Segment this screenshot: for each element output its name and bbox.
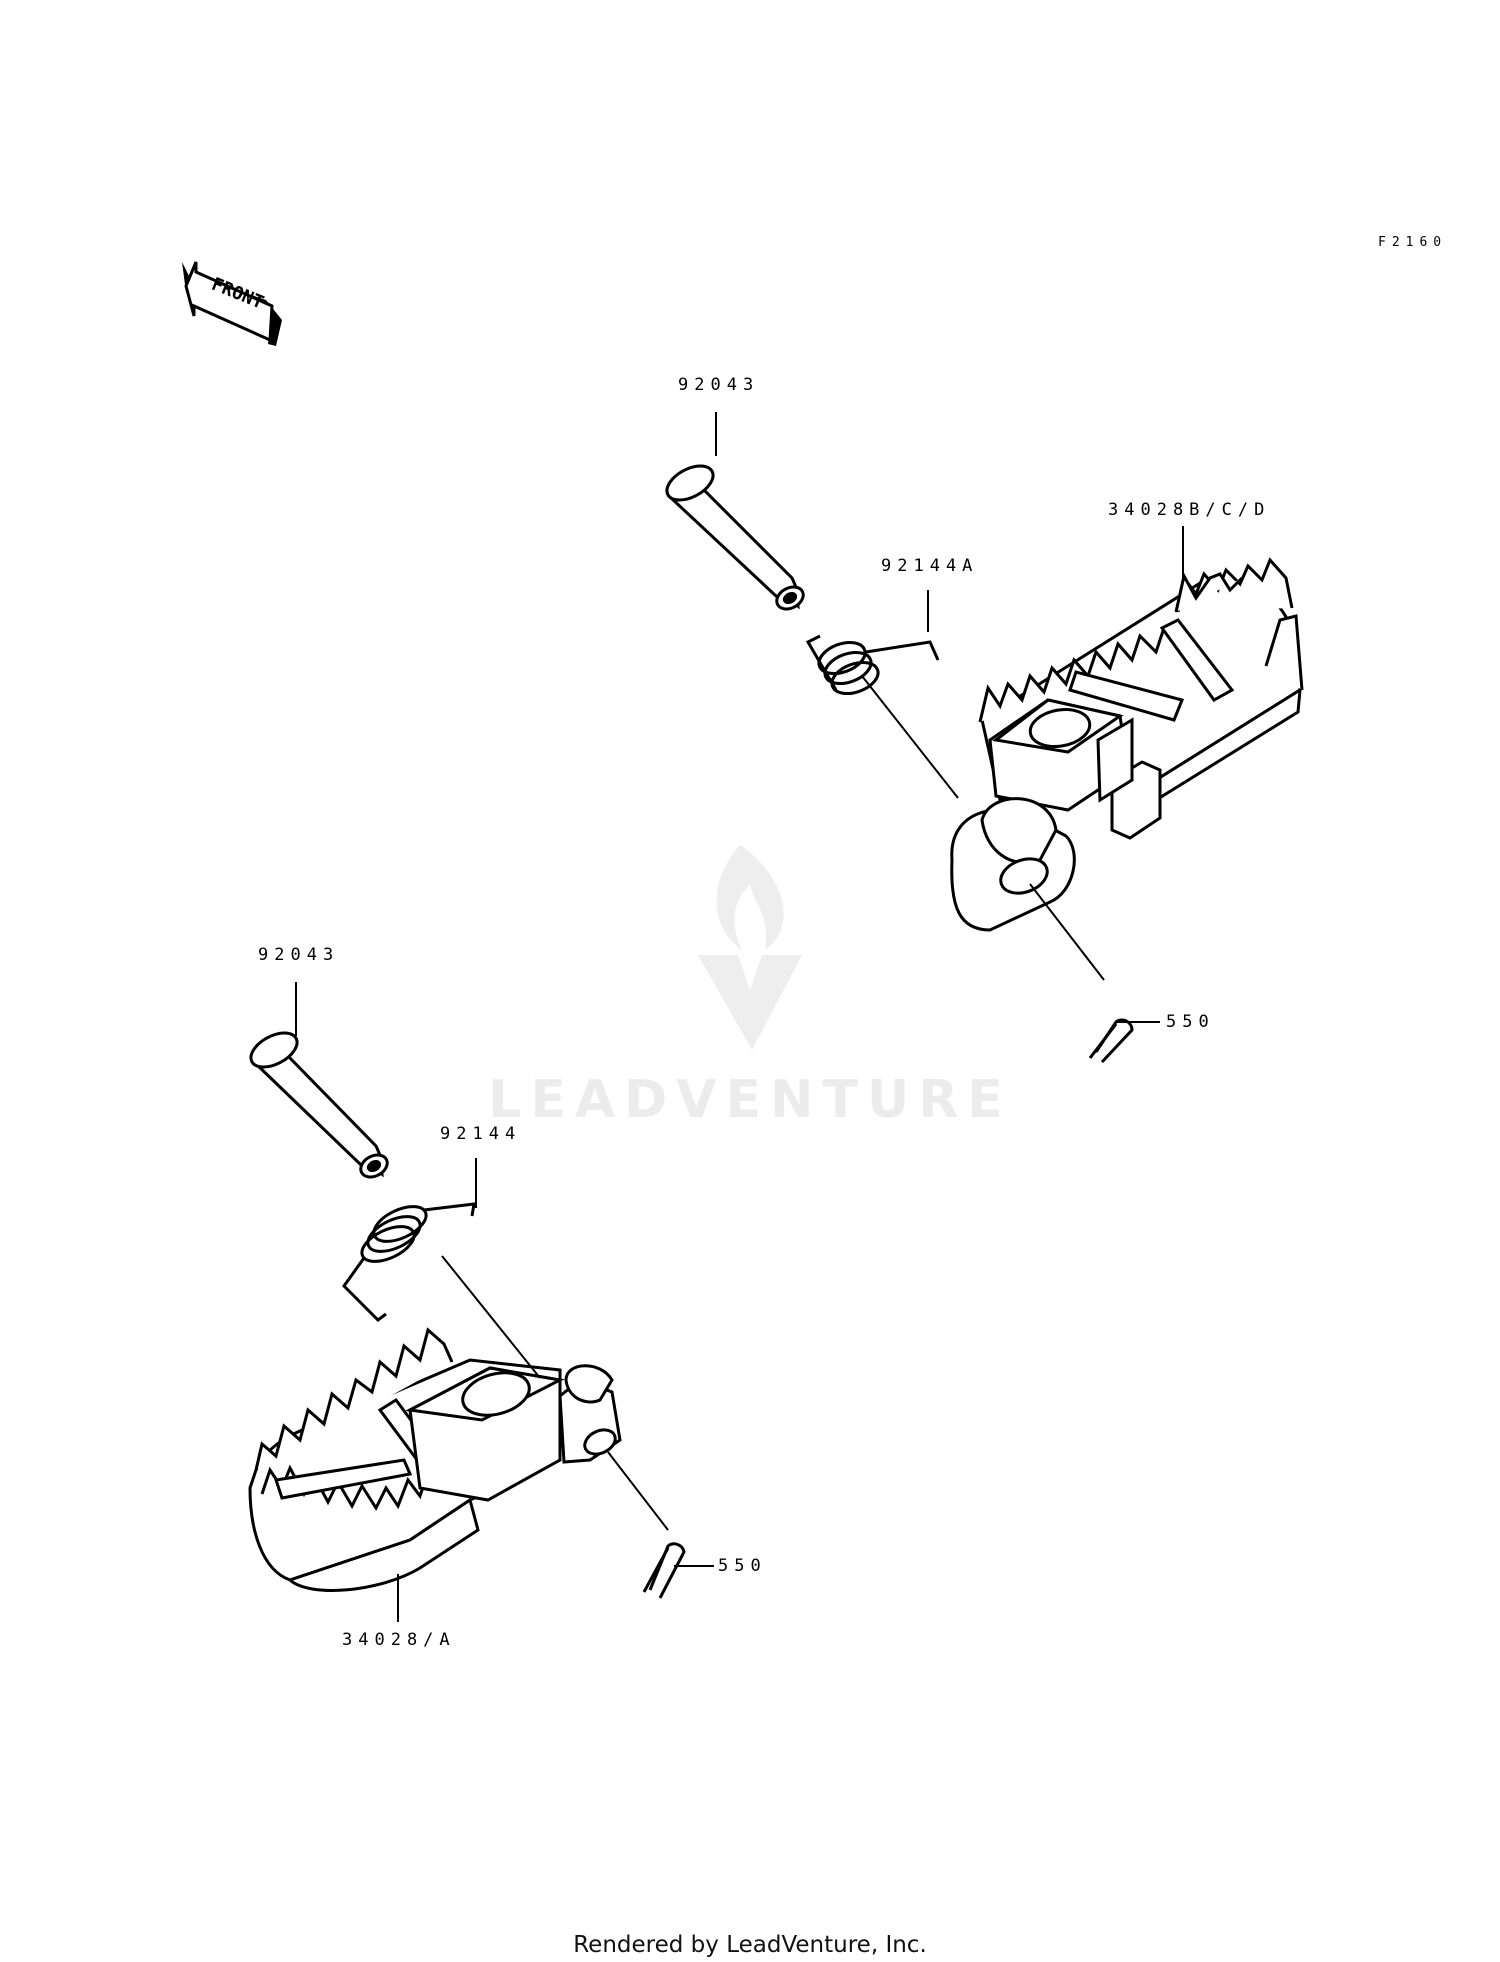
footer-credit: Rendered by LeadVenture, Inc.: [573, 1932, 927, 1958]
leader-lower-cotter-to-peg: [607, 1451, 669, 1531]
upper-cotter-pin: [1088, 1018, 1134, 1064]
watermark-text: LEADVENTURE: [488, 1070, 1012, 1130]
callout-lower-spring[interactable]: 92144: [440, 1124, 522, 1144]
front-arrow-icon: [182, 261, 282, 346]
leader-lower-spring-to-peg: [441, 1255, 541, 1379]
callout-lower-footpeg[interactable]: 34028/A: [342, 1630, 456, 1650]
watermark-logo: [698, 845, 802, 1050]
callout-lower-cotter-pin[interactable]: 550: [718, 1556, 767, 1576]
callout-upper-pin[interactable]: 92043: [678, 375, 760, 395]
upper-footpeg: [950, 557, 1304, 932]
upper-pin: [665, 464, 805, 611]
leader-lines: [295, 412, 1184, 1622]
upper-spring: [805, 634, 940, 696]
callout-lower-pin[interactable]: 92043: [258, 945, 340, 965]
lower-spring: [342, 1202, 476, 1322]
callout-upper-spring[interactable]: 92144A: [881, 556, 979, 576]
lower-footpeg: [248, 1327, 622, 1592]
leader-upper-cotter-to-peg: [1029, 883, 1105, 981]
callout-upper-cotter-pin[interactable]: 550: [1166, 1012, 1215, 1032]
lower-pin: [249, 1031, 389, 1179]
diagram-code: F2160: [1378, 235, 1448, 250]
lower-cotter-pin: [642, 1542, 686, 1599]
leader-upper-spring-to-peg: [861, 675, 959, 799]
callout-upper-footpeg[interactable]: 34028B/C/D: [1108, 500, 1271, 520]
